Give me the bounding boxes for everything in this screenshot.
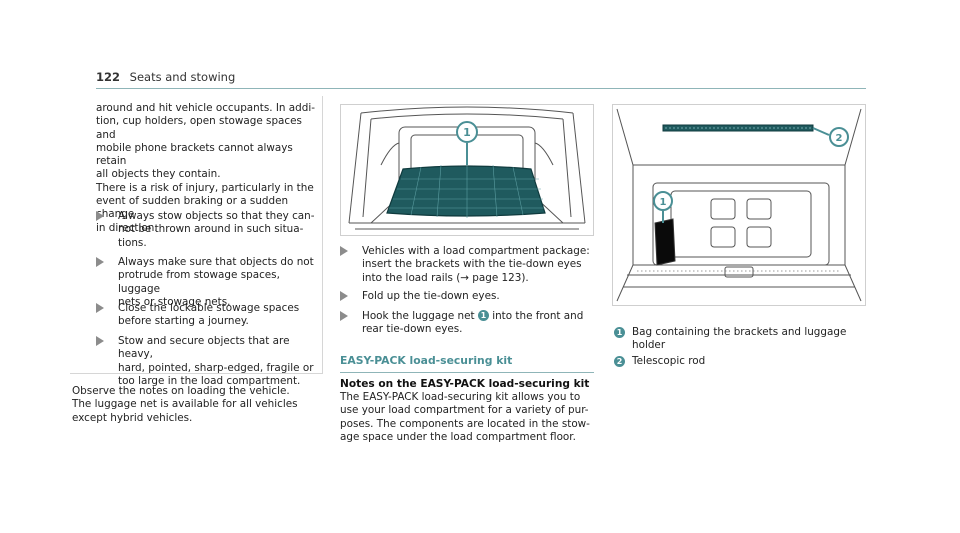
stowage-illustration: 2 1 [616, 108, 862, 302]
arrow-bullet-icon [96, 211, 104, 221]
bullet-line: hard, pointed, sharp-edged, fragile or [118, 361, 314, 374]
figure-callout-1: 1 [463, 126, 471, 139]
note-line: The luggage net is available for all veh… [72, 398, 298, 411]
section-body: The EASY-PACK load-securing kit allows y… [340, 391, 594, 444]
step-line: Vehicles with a load compartment package… [362, 245, 590, 257]
bullet-line: nets or stowage nets. [118, 295, 231, 308]
page-number: 122 [96, 70, 121, 84]
loading-note: Observe the notes on loading the vehicle… [72, 385, 322, 425]
stowage-space-figure: 2 1 [612, 104, 866, 306]
intro-line: There is a risk of injury, particularly … [96, 181, 314, 194]
callout-badge-1: 1 [477, 310, 489, 321]
luggage-net-figure: 1 [340, 104, 594, 236]
arrow-bullet-icon [96, 303, 104, 313]
arrow-bullet-icon [340, 311, 348, 321]
bullet-line: Stow and secure objects that are heavy, [118, 335, 290, 361]
step-line: rear tie-down eyes. [362, 323, 463, 336]
luggage-net-shape [386, 165, 546, 217]
page-header: 122 Seats and stowing [96, 70, 235, 84]
intro-line: around and hit vehicle occupants. In add… [96, 102, 316, 114]
load-compartment-illustration: 1 [348, 106, 586, 230]
intro-line: tion, cup holders, open stowage spaces a… [96, 115, 302, 141]
bag-shape [654, 218, 676, 266]
bullet-line: Always stow objects so that they can- [118, 210, 315, 222]
intro-line: all objects they contain. [96, 168, 221, 181]
bullet-line: Close the lockable stowage spaces [118, 302, 300, 314]
subsection-title: Notes on the EASY-PACK load-securing kit [340, 378, 590, 390]
intro-line: in direction. [96, 221, 158, 234]
body-line: age space under the load compartment flo… [340, 430, 576, 443]
intro-line: event of sudden braking or a sudden chan… [96, 195, 289, 221]
arrow-bullet-icon [96, 257, 104, 267]
body-line: poses. The components are located in the… [340, 417, 590, 430]
note-line: except hybrid vehicles. [72, 411, 193, 424]
legend-badge-2: 2 [614, 356, 625, 367]
intro-line: mobile phone brackets cannot always reta… [96, 141, 293, 168]
arrow-bullet-icon [340, 291, 348, 301]
bullet-line: protrude from stowage spaces, luggage [118, 269, 280, 295]
section-name: Seats and stowing [129, 70, 236, 84]
bullet-line: not be thrown around in such situa- [118, 223, 304, 236]
figure-callout-1: 1 [660, 197, 667, 208]
legend-line: Telescopic rod [632, 355, 706, 367]
arrow-bullet-icon [340, 246, 348, 256]
arrow-bullet-icon [96, 336, 104, 346]
step-line: Fold up the tie-down eyes. [362, 290, 500, 302]
bullet-line: too large in the load compartment. [118, 374, 301, 387]
warning-box [70, 96, 323, 374]
warning-intro: around and hit vehicle occupants. In add… [96, 102, 318, 235]
step-line: Hook the luggage net [362, 310, 475, 322]
step-line: into the load rails (→ page 123). [362, 271, 529, 284]
bullet-line: before starting a journey. [118, 315, 249, 328]
legend-line: holder [632, 339, 666, 352]
note-line: Observe the notes on loading the vehicle… [72, 385, 290, 397]
section-title: EASY-PACK load-securing kit [340, 354, 513, 367]
body-line: use your load compartment for a variety … [340, 404, 589, 417]
body-line: The EASY-PACK load-securing kit allows y… [340, 391, 581, 403]
header-rule [96, 88, 866, 89]
bullet-line: Always make sure that objects do not [118, 256, 314, 268]
bullet-line: tions. [118, 236, 147, 249]
section-rule [340, 372, 594, 373]
legend-badge-1: 1 [614, 327, 625, 338]
figure-callout-2: 2 [836, 133, 843, 144]
step-line: into the front and [492, 310, 584, 322]
step-line: insert the brackets with the tie-down ey… [362, 258, 582, 271]
legend-line: Bag containing the brackets and luggage [632, 326, 847, 338]
